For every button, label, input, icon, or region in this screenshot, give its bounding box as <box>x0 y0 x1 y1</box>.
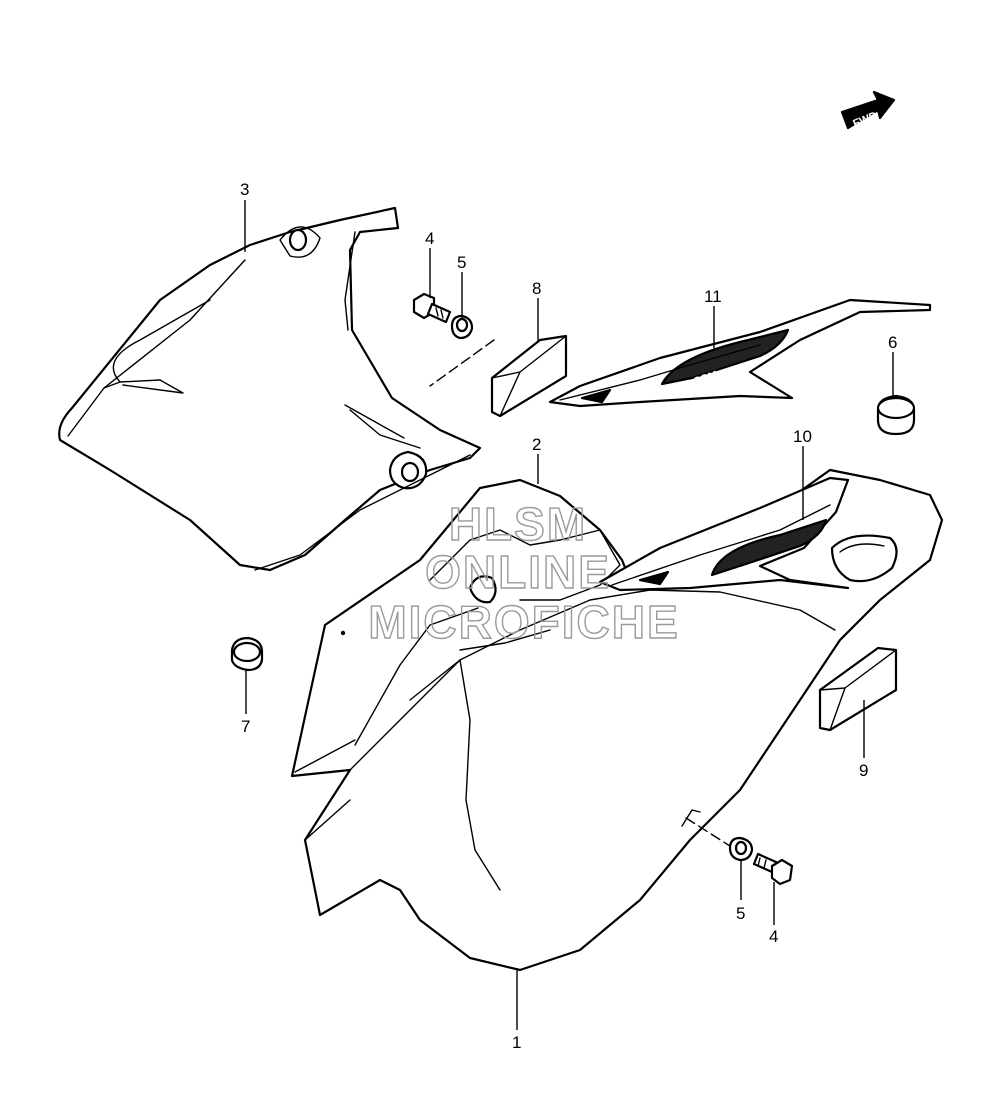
watermark-line-3: MICROFICHE <box>368 596 679 648</box>
shroud-main <box>290 468 944 972</box>
bolt-4-lower <box>752 852 794 886</box>
callout-2: 2 <box>532 435 541 454</box>
fwd-arrow-icon: FWD <box>840 90 896 130</box>
leader-lines <box>244 200 894 1030</box>
decal-10: SSM <box>598 476 850 592</box>
watermark-line-1: HLSM <box>449 498 587 550</box>
foam-pad-9 <box>818 646 898 732</box>
bolt-4-upper <box>412 292 452 324</box>
callout-6: 6 <box>888 333 897 352</box>
foam-pad-8 <box>490 334 568 418</box>
decal-11: SSM <box>548 298 932 408</box>
callout-8: 8 <box>532 279 541 298</box>
callout-11: 11 <box>704 287 722 306</box>
callout-3: 3 <box>240 180 249 199</box>
washer-5-upper <box>450 314 474 340</box>
callout-5-lower: 5 <box>736 904 745 923</box>
grommet-6 <box>876 394 916 436</box>
callout-5-upper: 5 <box>457 253 466 272</box>
dashed-line-upper <box>429 339 495 387</box>
callout-4-lower: 4 <box>769 927 778 946</box>
dashed-line-lower <box>685 817 731 847</box>
side-panel-upper <box>58 206 482 572</box>
callout-9: 9 <box>859 761 868 780</box>
watermark-line-2: ONLINE <box>425 546 611 598</box>
callout-7: 7 <box>241 717 250 736</box>
grommet-7 <box>230 636 264 672</box>
callout-10: 10 <box>793 427 812 446</box>
callout-4-upper: 4 <box>425 229 434 248</box>
washer-5-lower <box>728 836 754 862</box>
watermark: HLSM ONLINE MICROFICHE <box>368 497 679 648</box>
callout-1: 1 <box>512 1033 521 1052</box>
